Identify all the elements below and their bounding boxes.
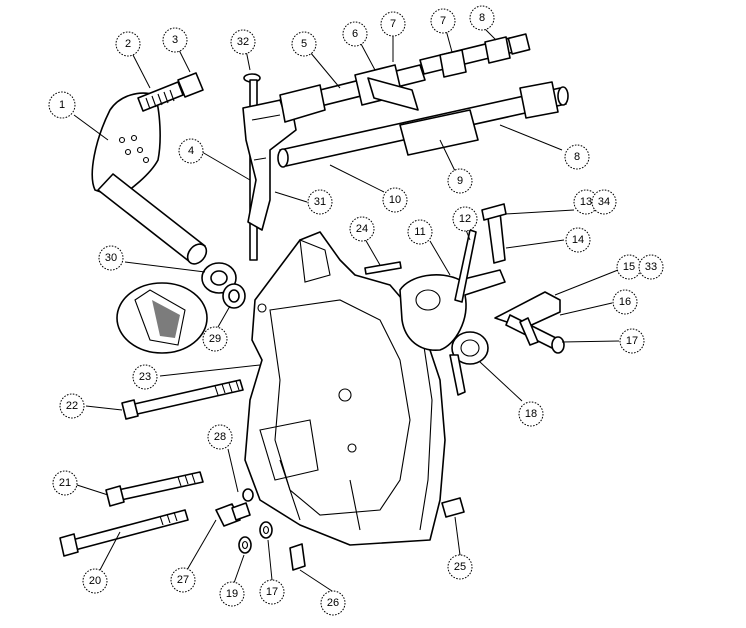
leader-lines xyxy=(73,27,620,592)
callout-7: 7 xyxy=(380,11,406,37)
dowel-25-part xyxy=(441,497,465,518)
callout-29: 29 xyxy=(202,326,228,352)
dowel-28-part xyxy=(242,488,254,502)
callout-20: 20 xyxy=(82,568,108,594)
callout-5: 5 xyxy=(291,31,317,57)
callout-18: 18 xyxy=(518,401,544,427)
callout-17b: 17 xyxy=(259,579,285,605)
bolt-21-part xyxy=(105,471,204,507)
callout-23: 23 xyxy=(132,364,158,390)
callout-2: 2 xyxy=(115,31,141,57)
upper-rail-shaft-part xyxy=(279,33,531,123)
svg-text:19: 19 xyxy=(226,588,238,600)
svg-text:15: 15 xyxy=(623,261,635,273)
callout-11: 11 xyxy=(407,219,433,245)
callout-31: 31 xyxy=(307,189,333,215)
callout-7b: 7 xyxy=(430,8,456,34)
callout-24: 24 xyxy=(349,216,375,242)
bearing-parts xyxy=(201,262,246,309)
svg-text:12: 12 xyxy=(459,213,471,225)
svg-text:27: 27 xyxy=(177,574,189,586)
callout-22: 22 xyxy=(59,393,85,419)
svg-text:32: 32 xyxy=(237,36,249,48)
callout-8b: 8 xyxy=(564,144,590,170)
svg-text:34: 34 xyxy=(598,196,610,208)
callout-layer: 1 2 3 32 5 6 7 7 8 4 31 10 9 8 13 34 12 … xyxy=(48,5,664,616)
callout-30: 30 xyxy=(98,245,124,271)
svg-text:17: 17 xyxy=(266,586,278,598)
svg-text:30: 30 xyxy=(105,252,117,264)
svg-text:4: 4 xyxy=(188,145,194,157)
svg-text:17: 17 xyxy=(626,335,638,347)
seal-ring-part xyxy=(449,331,489,396)
drain-plug-part xyxy=(215,502,251,527)
svg-text:29: 29 xyxy=(209,333,221,345)
svg-text:16: 16 xyxy=(619,296,631,308)
svg-text:14: 14 xyxy=(572,234,584,246)
control-arm-part xyxy=(91,92,208,265)
bolt-20-part xyxy=(59,509,189,557)
callout-6: 6 xyxy=(342,21,368,47)
callout-10: 10 xyxy=(382,187,408,213)
selector-rod-part xyxy=(242,73,297,261)
svg-text:2: 2 xyxy=(125,38,131,50)
callout-4: 4 xyxy=(178,138,204,164)
svg-text:7: 7 xyxy=(390,18,396,30)
fork-shaft-part xyxy=(494,291,565,354)
callout-1: 1 xyxy=(48,91,76,119)
svg-text:33: 33 xyxy=(645,261,657,273)
transmission-housing xyxy=(244,231,446,546)
svg-text:13: 13 xyxy=(580,196,592,208)
callout-3: 3 xyxy=(162,27,188,53)
svg-text:6: 6 xyxy=(352,28,358,40)
svg-text:11: 11 xyxy=(414,226,425,238)
svg-text:20: 20 xyxy=(89,575,101,587)
callout-8: 8 xyxy=(469,5,495,31)
svg-text:26: 26 xyxy=(327,597,339,609)
svg-text:1: 1 xyxy=(59,99,65,111)
shift-lever-part xyxy=(399,203,507,351)
svg-text:22: 22 xyxy=(66,400,78,412)
svg-text:10: 10 xyxy=(389,194,401,206)
pin-part xyxy=(364,261,402,275)
callout-19: 19 xyxy=(219,581,245,607)
callout-26: 26 xyxy=(320,590,346,616)
callout-27: 27 xyxy=(170,567,196,593)
dowel-26-part xyxy=(289,543,306,571)
callout-33: 33 xyxy=(638,254,664,280)
callout-34: 34 xyxy=(591,189,617,215)
svg-text:31: 31 xyxy=(314,196,326,208)
callout-14: 14 xyxy=(565,227,591,253)
seal-detail-inset xyxy=(116,282,208,354)
svg-text:21: 21 xyxy=(59,477,71,489)
svg-text:7: 7 xyxy=(440,15,446,27)
callout-32: 32 xyxy=(230,29,256,55)
callout-21: 21 xyxy=(52,470,78,496)
callout-15: 15 xyxy=(616,254,642,280)
callout-13: 13 xyxy=(573,189,599,215)
svg-text:25: 25 xyxy=(454,561,466,573)
svg-text:28: 28 xyxy=(214,431,226,443)
callout-16: 16 xyxy=(612,289,638,315)
svg-text:9: 9 xyxy=(457,175,463,187)
svg-text:18: 18 xyxy=(525,408,537,420)
washer-19-part xyxy=(238,536,252,554)
callout-17: 17 xyxy=(619,328,645,354)
svg-text:5: 5 xyxy=(301,38,307,50)
callout-9: 9 xyxy=(447,168,473,194)
svg-text:24: 24 xyxy=(356,223,368,235)
threaded-stud-part xyxy=(137,72,204,112)
bolt-22-part xyxy=(121,379,244,420)
washer-17-part xyxy=(259,521,273,539)
svg-text:23: 23 xyxy=(139,371,151,383)
callout-28: 28 xyxy=(207,424,233,450)
svg-text:3: 3 xyxy=(172,34,178,46)
lower-rail-shaft-part xyxy=(277,81,569,168)
callout-12: 12 xyxy=(452,206,478,232)
svg-text:8: 8 xyxy=(479,12,485,24)
callout-25: 25 xyxy=(447,554,473,580)
svg-text:8: 8 xyxy=(574,151,580,163)
